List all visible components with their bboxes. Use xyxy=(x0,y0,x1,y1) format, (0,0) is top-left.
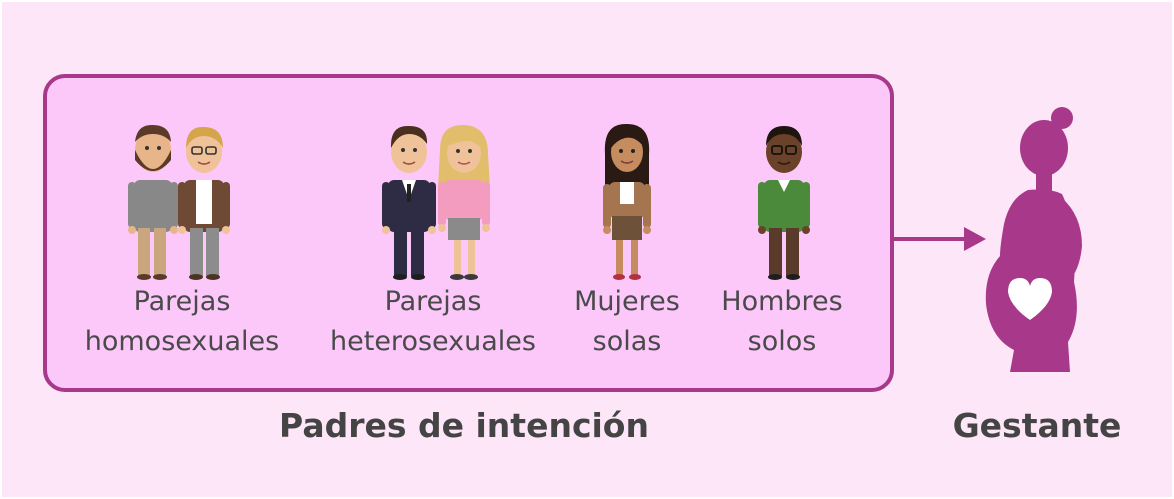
group-label-single-men: Hombres solos xyxy=(721,286,843,357)
hetero-couple-icon xyxy=(382,124,490,280)
group-label-single-women: Mujeres solas xyxy=(574,286,680,357)
arrow-icon xyxy=(890,227,986,251)
pregnant-woman-icon xyxy=(985,107,1082,372)
group-label-homosexual-couples: Parejas homosexuales xyxy=(84,286,280,357)
gay-couple-icon xyxy=(128,124,230,280)
surrogate-caption: Gestante xyxy=(952,406,1122,445)
group-label-heterosexual-couples: Parejas heterosexuales xyxy=(330,286,536,357)
single-man-icon xyxy=(758,126,810,280)
intended-parents-caption: Padres de intención xyxy=(279,406,649,445)
single-woman-icon xyxy=(603,123,651,280)
